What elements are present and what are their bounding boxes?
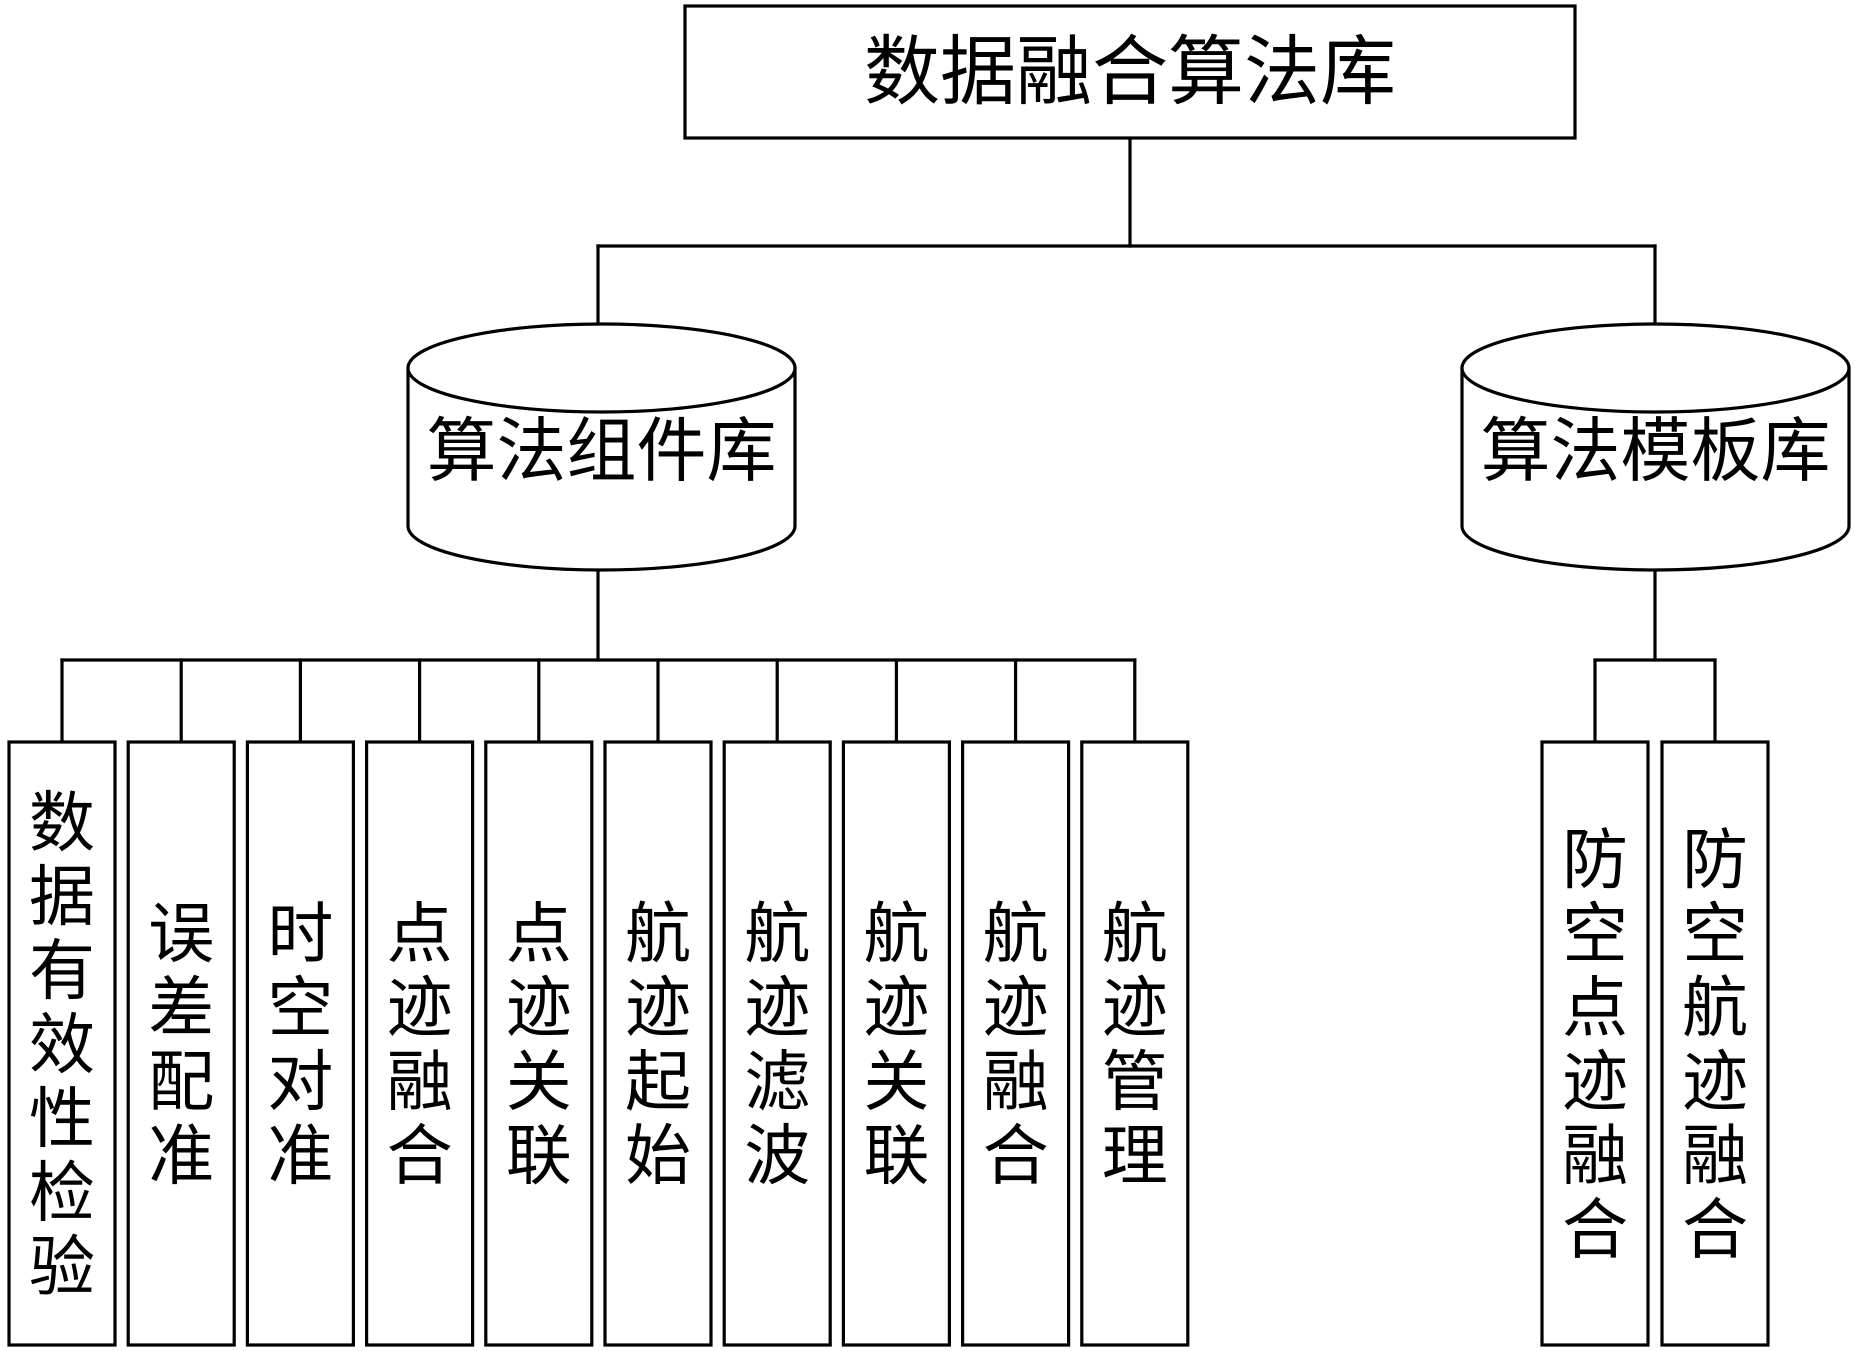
component-item: 点迹关联	[484, 740, 594, 1347]
item-label: 航迹关联	[863, 895, 929, 1194]
item-box	[841, 740, 952, 1347]
cylinder-top	[1460, 322, 1851, 414]
component-item: 误差配准	[126, 740, 236, 1347]
item-label: 误差配准	[148, 895, 214, 1194]
item-label: 航迹起始	[625, 895, 691, 1194]
connectors	[60, 136, 1717, 744]
item-box	[1540, 740, 1650, 1347]
item-label: 数据有效性检验	[29, 784, 95, 1305]
cylinder-body	[1460, 366, 1851, 572]
item-box	[1660, 740, 1770, 1347]
item-box	[960, 740, 1071, 1347]
root-node: 数据融合算法库	[683, 4, 1577, 140]
root-node-box	[683, 4, 1577, 140]
library-label: 算法组件库	[427, 410, 777, 492]
item-box	[365, 740, 475, 1347]
item-label: 航迹滤波	[744, 895, 810, 1194]
library-label: 算法模板库	[1481, 410, 1831, 492]
item-box	[7, 740, 117, 1347]
component-item: 航迹滤波	[722, 740, 832, 1347]
component-item: 点迹融合	[365, 740, 475, 1347]
item-box	[603, 740, 713, 1347]
item-box	[126, 740, 236, 1347]
item-box	[245, 740, 355, 1347]
item-label: 时空对准	[267, 895, 333, 1194]
component-item: 航迹融合	[960, 740, 1071, 1347]
root-node-label: 数据融合算法库	[864, 27, 1396, 116]
component-item: 时空对准	[245, 740, 355, 1347]
item-label: 点迹关联	[506, 895, 572, 1194]
component-item: 航迹管理	[1080, 740, 1190, 1347]
cylinder-top	[406, 322, 797, 414]
item-nodes: 数据有效性检验误差配准时空对准点迹融合点迹关联航迹起始航迹滤波航迹关联航迹融合航…	[7, 740, 1770, 1347]
component-item: 航迹关联	[841, 740, 952, 1347]
item-box	[484, 740, 594, 1347]
component-item: 航迹起始	[603, 740, 713, 1347]
cylinder-body	[406, 366, 797, 572]
item-box	[722, 740, 832, 1347]
library-cylinder: 算法组件库	[406, 322, 797, 572]
template-item: 防空航迹融合	[1660, 740, 1770, 1347]
component-item: 数据有效性检验	[7, 740, 117, 1347]
item-label: 航迹管理	[1102, 895, 1168, 1194]
item-label: 防空点迹融合	[1562, 821, 1628, 1268]
item-label: 航迹融合	[983, 895, 1049, 1194]
item-label: 防空航迹融合	[1682, 821, 1748, 1268]
library-nodes: 算法组件库 算法模板库	[406, 322, 1851, 572]
template-item: 防空点迹融合	[1540, 740, 1650, 1347]
library-cylinder: 算法模板库	[1460, 322, 1851, 572]
item-label: 点迹融合	[387, 895, 453, 1194]
item-box	[1080, 740, 1190, 1347]
